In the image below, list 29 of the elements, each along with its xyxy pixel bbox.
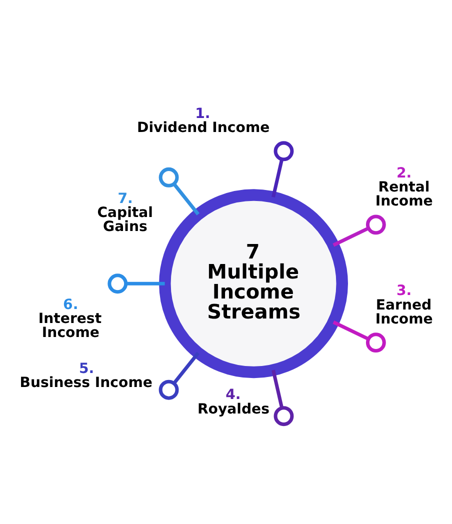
node-label: 3. [396,282,412,299]
node-label: Rental Income [375,178,433,209]
node-label: 5. [79,360,94,376]
node-label: 4. [226,386,241,403]
node-circle [108,273,128,294]
node-circle [366,214,386,234]
node-label: 7. [118,190,133,206]
node-label: 1. [195,105,210,122]
connector [172,351,200,384]
node-circle [158,166,179,187]
node-label: Royaldes [197,400,270,417]
node-label: 2. [396,164,412,181]
connector [126,281,165,285]
node-circle [274,140,294,161]
node-circle [366,332,386,352]
node-circle [274,406,294,426]
node-label: Interest Income [38,310,102,341]
connector [332,320,370,340]
connector [332,226,370,246]
node-label: Earned Income [375,296,433,327]
node-circle: 7 Multiple Income Streams [159,188,348,378]
node-label: Business Income [20,374,152,391]
connector [272,369,284,408]
connector [172,182,200,215]
node-label: Dividend Income [137,119,270,136]
connector [272,158,284,198]
node-label: 6. [63,296,78,312]
node-circle [158,379,179,400]
node-label: Capital Gains [97,204,153,234]
